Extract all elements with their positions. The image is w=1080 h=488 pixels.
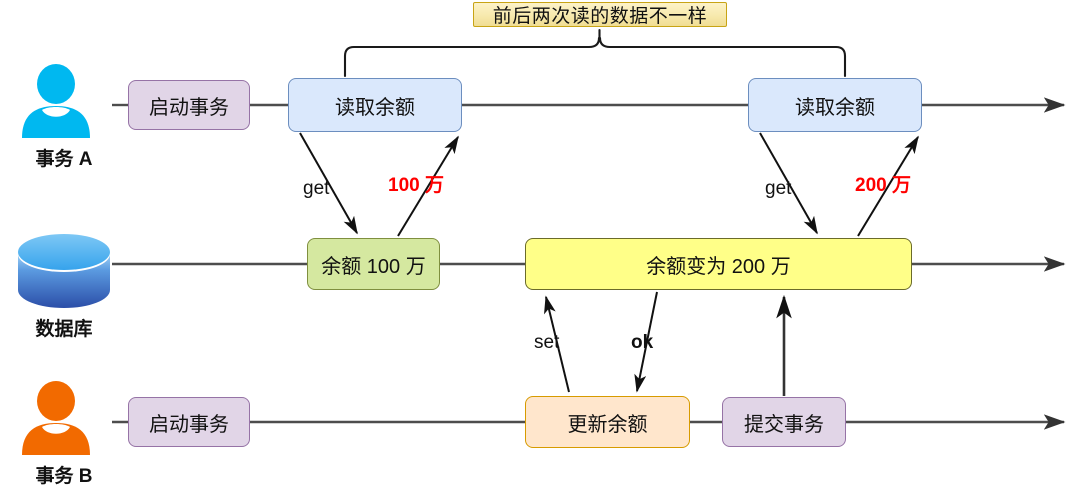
- node-start-transaction-b[interactable]: 启动事务: [128, 397, 250, 447]
- node-read-balance-second[interactable]: 读取余额: [748, 78, 922, 132]
- lane-label-database: 数据库: [35, 319, 93, 340]
- node-read-balance-first[interactable]: 读取余额: [288, 78, 462, 132]
- node-update-balance[interactable]: 更新余额: [525, 396, 690, 448]
- callout-banner: 前后两次读的数据不一样: [473, 2, 727, 27]
- edge-label-amount-2: 200 万: [855, 175, 911, 196]
- edge-ok: [634, 291, 658, 393]
- edge-label-get-1: get: [303, 178, 330, 199]
- node-start-transaction-a[interactable]: 启动事务: [128, 80, 250, 130]
- database-icon: [18, 234, 110, 308]
- person-icon: [22, 381, 90, 455]
- lane-label-txn-a: 事务 A: [35, 149, 93, 170]
- edge-get-2: [759, 132, 818, 235]
- person-icon: [22, 64, 90, 138]
- comparison-brace: [343, 28, 847, 78]
- node-balance-100[interactable]: 余额 100 万: [307, 238, 440, 290]
- lane-label-txn-b: 事务 B: [35, 466, 93, 487]
- node-commit-transaction[interactable]: 提交事务: [722, 397, 846, 447]
- edge-get-1: [299, 132, 358, 235]
- edge-label-set: set: [534, 332, 560, 353]
- edge-amount-1: [397, 135, 459, 237]
- edge-label-get-2: get: [765, 178, 792, 199]
- edge-label-ok: ok: [631, 332, 654, 353]
- edge-set: [544, 295, 570, 393]
- edge-label-amount-1: 100 万: [388, 175, 444, 196]
- node-balance-changed-200[interactable]: 余额变为 200 万: [525, 238, 912, 290]
- edge-amount-2: [857, 135, 919, 237]
